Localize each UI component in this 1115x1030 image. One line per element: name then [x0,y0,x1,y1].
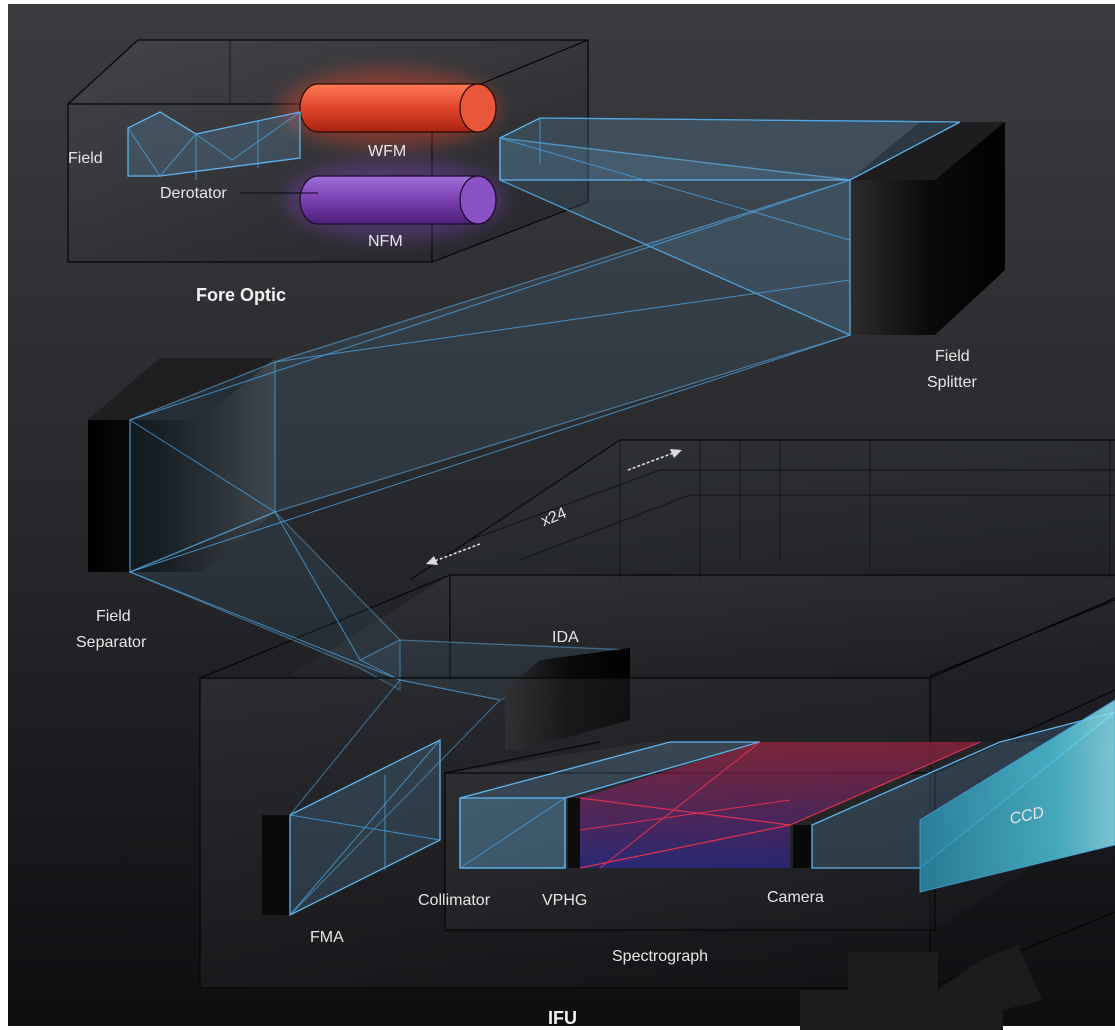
label-ifu: IFU [548,1008,577,1028]
label-wfm: WFM [368,143,406,160]
label-camera: Camera [767,889,824,906]
label-field-splitter-line2: Splitter [927,374,977,391]
label-fma: FMA [310,929,344,946]
label-derotator: Derotator [160,185,227,202]
vphg-grating [568,798,580,868]
label-vphg: VPHG [542,892,587,909]
label-nfm: NFM [368,233,403,250]
label-field-separator-line1: Field [96,608,131,625]
label-ida: IDA [552,629,579,646]
wfm-cylinder [280,68,500,148]
nfm-cylinder [285,160,505,240]
label-fore-optic: Fore Optic [196,285,286,305]
label-collimator: Collimator [418,892,491,909]
label-spectrograph: Spectrograph [612,948,708,965]
label-field-separator-line2: Separator [76,634,147,651]
label-field-splitter-line1: Field [935,348,970,365]
label-field: Field [68,150,103,167]
